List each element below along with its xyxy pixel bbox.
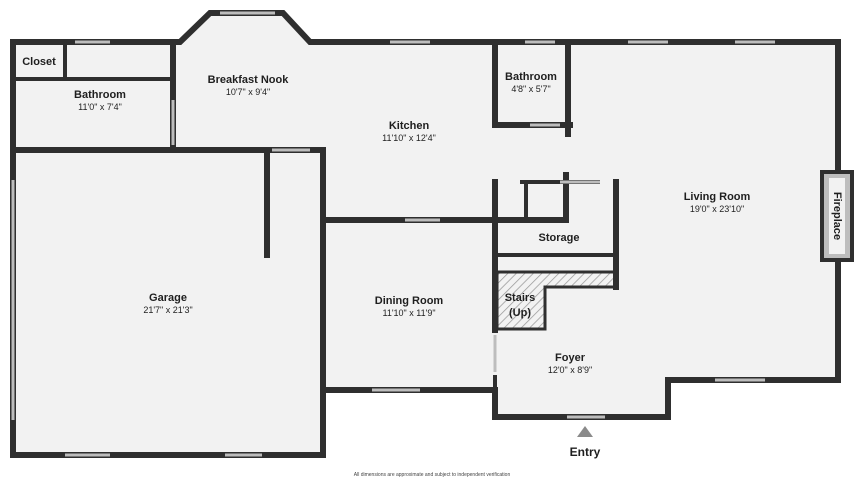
bathroom2-name: Bathroom — [505, 71, 557, 83]
kitchen-name: Kitchen — [389, 120, 430, 132]
kitchen-dims: 11'10" x 12'4" — [382, 133, 436, 143]
breakfast-name: Breakfast Nook — [208, 74, 290, 86]
closet-name: Closet — [22, 56, 56, 68]
bathroom1-name: Bathroom — [74, 89, 126, 101]
storage-name: Storage — [539, 232, 580, 244]
garage-dims: 21'7" x 21'3" — [143, 305, 192, 315]
foyer-dims: 12'0" x 8'9" — [548, 365, 592, 375]
floor-area — [13, 13, 838, 455]
bathroom1-dims: 11'0" x 7'4" — [78, 102, 122, 112]
windows — [11, 11, 775, 457]
living-dims: 19'0" x 23'10" — [690, 204, 744, 214]
bathroom2-dims: 4'8" x 5'7" — [511, 84, 550, 94]
living-name: Living Room — [684, 191, 751, 203]
breakfast-dims: 10'7" x 9'4" — [226, 87, 270, 97]
fireplace-label: Fireplace — [831, 192, 843, 240]
dining-name: Dining Room — [375, 295, 444, 307]
stairs-label-line1: Stairs — [505, 292, 536, 304]
stairs-label-line2: (Up) — [509, 307, 531, 319]
disclaimer-text: All dimensions are approximate and subje… — [354, 472, 511, 478]
dining-dims: 11'10" x 11'9" — [382, 308, 435, 318]
foyer-name: Foyer — [555, 352, 586, 364]
entry-label: Entry — [570, 445, 601, 459]
entry-arrow-icon — [577, 426, 593, 437]
fireplace: Fireplace — [820, 170, 854, 262]
garage-name: Garage — [149, 292, 187, 304]
